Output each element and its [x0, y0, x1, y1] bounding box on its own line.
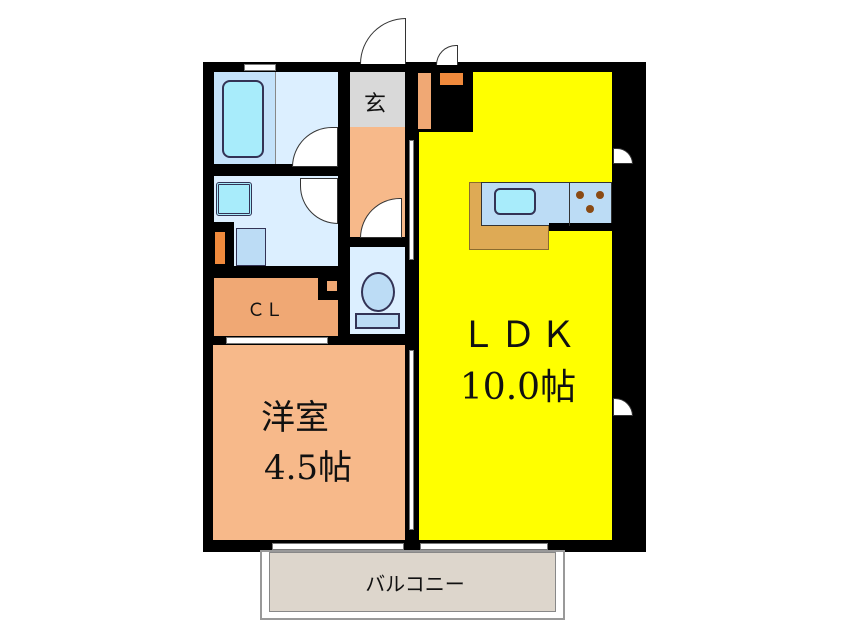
stove-burner-icon: [596, 191, 604, 199]
balcony-label: バルコニー: [365, 572, 465, 596]
kitchen-wall: [549, 223, 612, 231]
entrance-door-icon: [360, 18, 406, 64]
toilet-bowl-icon: [361, 272, 395, 312]
western-room-size: 4.5帖: [263, 448, 353, 488]
stove-burner-icon: [576, 191, 584, 199]
bath-window: [244, 64, 276, 71]
partition-window: [409, 350, 414, 530]
entrance-label: 玄: [363, 92, 386, 117]
orange-box: [440, 73, 463, 85]
toilet-wall: [338, 237, 408, 247]
entrance-wall: [405, 62, 417, 540]
closet-wall: [203, 266, 348, 278]
stove-burner-icon: [586, 205, 594, 213]
room-western: [213, 345, 405, 540]
ldk-balcony-window: [420, 543, 548, 550]
closet-orange-box: [327, 281, 337, 291]
washer-icon: [236, 228, 266, 266]
ldk-room-size: 10.0帖: [459, 367, 577, 408]
ldk-room-name: ＬＤＫ: [459, 315, 580, 356]
closet-door: [226, 337, 328, 344]
storage-door-icon: [436, 45, 458, 65]
bathtub-icon: [222, 80, 264, 158]
shoe-cabinet: [418, 73, 431, 129]
western-balcony-window: [272, 543, 404, 550]
balcony: [269, 552, 556, 612]
closet-label: ＣＬ: [247, 300, 283, 321]
room-ldk: [419, 72, 612, 540]
sink-icon: [494, 188, 536, 215]
bath-side-wall: [338, 62, 350, 342]
partition-window: [409, 140, 414, 260]
toilet-door-icon: [360, 198, 402, 238]
western-room-name: 洋室: [261, 398, 329, 438]
toilet-tank-icon: [355, 313, 400, 329]
ldk-top-fill: [473, 72, 612, 132]
washbasin-icon: [216, 182, 252, 216]
bath-wall: [203, 164, 348, 176]
room-entrance: [350, 72, 405, 127]
stove-divider: [569, 182, 570, 226]
room-closet: [214, 278, 338, 336]
orange-strip: [215, 232, 225, 264]
